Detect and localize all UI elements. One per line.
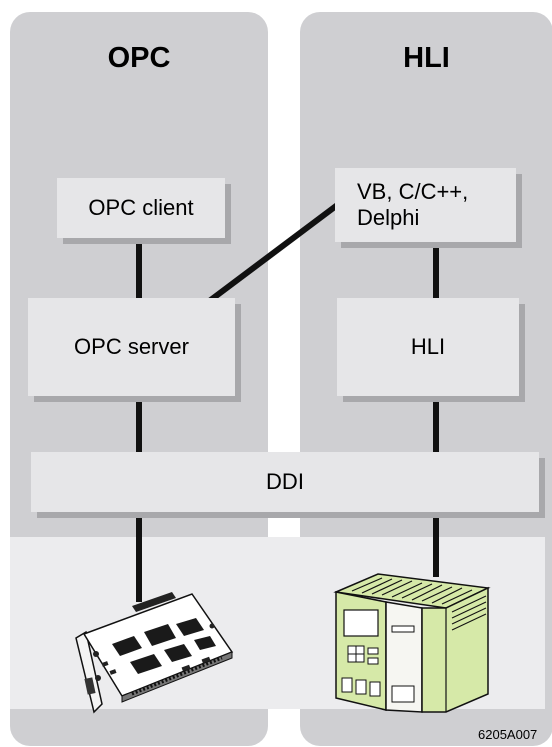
- connector-client-server: [136, 234, 142, 300]
- connector-hli-ddi: [433, 392, 439, 452]
- languages-label-line2: Delphi: [357, 205, 420, 230]
- languages-label-line1: VB, C/C++,: [357, 178, 469, 204]
- connector-server-ddi: [136, 392, 142, 452]
- languages-box: VB, C/C++, Delphi: [335, 168, 516, 242]
- hli-label: HLI: [410, 333, 446, 359]
- connector-ddi-card: [136, 512, 142, 602]
- connector-languages-hli: [433, 240, 439, 300]
- opc-server-box: OPC server: [28, 298, 235, 396]
- connector-ddi-controller: [433, 512, 439, 577]
- opc-client-box: OPC client: [57, 178, 225, 238]
- controller-module-icon: [333, 573, 491, 713]
- opc-column-title: OPC: [107, 42, 171, 74]
- opc-server-label: OPC server: [74, 333, 189, 359]
- hli-box: HLI: [337, 298, 519, 396]
- hli-column-title: HLI: [403, 42, 450, 74]
- ddi-band: DDI: [31, 452, 539, 512]
- ddi-label: DDI: [266, 469, 304, 494]
- opc-client-label: OPC client: [88, 194, 194, 220]
- figure-code: 6205A007: [478, 727, 538, 742]
- pci-card-icon: [75, 592, 234, 714]
